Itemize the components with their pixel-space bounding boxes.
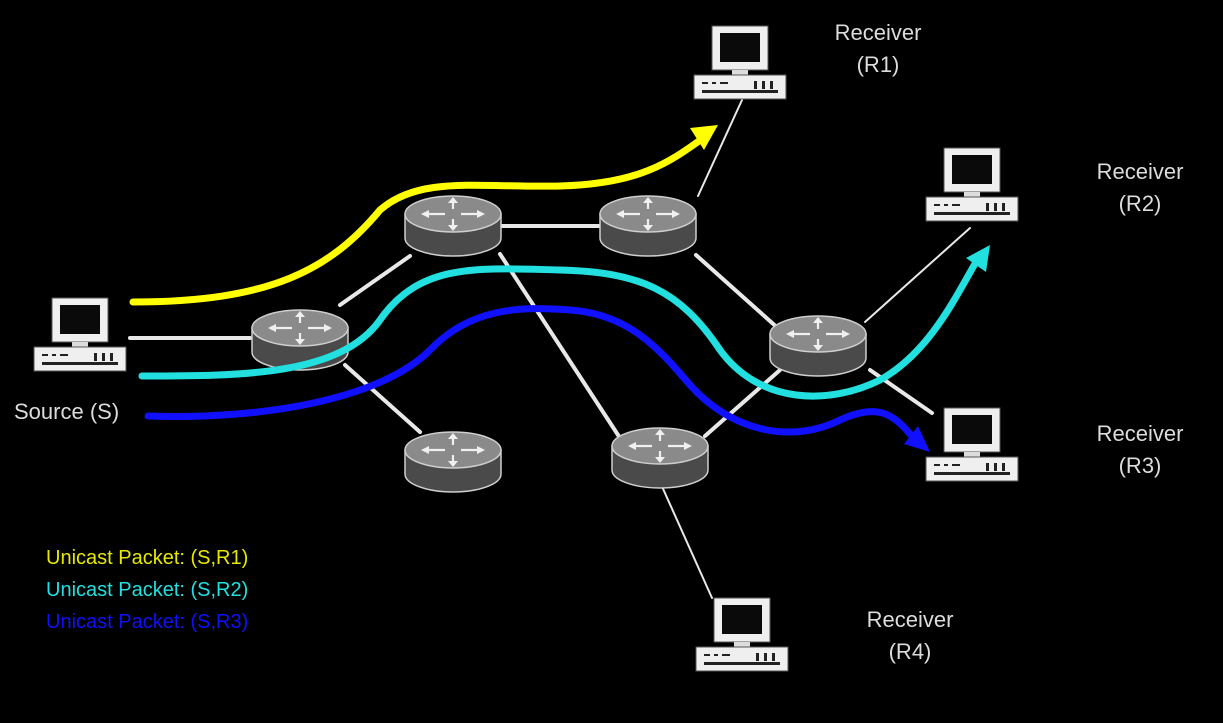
computer-icon xyxy=(695,597,789,672)
receiver-label-line2: (R3) xyxy=(1118,453,1162,478)
router-icon xyxy=(250,308,350,372)
network-links xyxy=(128,99,971,599)
computer-icon xyxy=(925,407,1019,482)
arrow-head-r1 xyxy=(690,125,718,150)
receiver-label-line1: Receiver xyxy=(1096,159,1184,184)
receiver-label-line1: Receiver xyxy=(1096,421,1184,446)
receiver-r1-label: Receiver (R1) xyxy=(808,17,948,81)
receiver-label-line2: (R2) xyxy=(1118,191,1162,216)
source-label: Source (S) xyxy=(14,399,120,424)
link-re-rf xyxy=(703,368,782,438)
link-rc-r1 xyxy=(697,99,743,197)
computer-icon xyxy=(693,25,787,100)
link-rb-re xyxy=(498,252,622,440)
link-ra-rd xyxy=(343,363,422,434)
link-rf-r2 xyxy=(864,227,971,323)
router-icon xyxy=(403,430,503,494)
router-icon xyxy=(610,426,710,490)
router-icon xyxy=(598,194,698,258)
receiver-label-line2: (R1) xyxy=(856,52,900,77)
link-re-r4 xyxy=(659,481,713,599)
link-rc-rf xyxy=(694,253,782,332)
link-ra-rb xyxy=(338,254,412,307)
arrow-head-r3 xyxy=(904,426,930,452)
legend-item-r2: Unicast Packet: (S,R2) xyxy=(46,579,249,601)
unicast-path-r1 xyxy=(129,132,710,306)
arrow-head-r2 xyxy=(966,245,990,272)
receiver-label-line1: Receiver xyxy=(834,20,922,45)
receiver-r3-label: Receiver (R3) xyxy=(1070,418,1210,482)
computer-icon xyxy=(925,147,1019,222)
receiver-r4-label: Receiver (R4) xyxy=(840,604,980,668)
unicast-path-r3 xyxy=(144,305,919,444)
computer-icon xyxy=(33,297,127,372)
router-icon xyxy=(768,314,868,378)
legend-item-r1: Unicast Packet: (S,R1) xyxy=(46,547,249,569)
legend-item-r3: Unicast Packet: (S,R3) xyxy=(46,611,249,633)
unicast-path-r2 xyxy=(138,258,980,400)
receiver-label-line2: (R4) xyxy=(888,639,932,664)
receiver-label-line1: Receiver xyxy=(866,607,954,632)
receiver-r2-label: Receiver (R2) xyxy=(1070,156,1210,220)
router-icon xyxy=(403,194,503,258)
